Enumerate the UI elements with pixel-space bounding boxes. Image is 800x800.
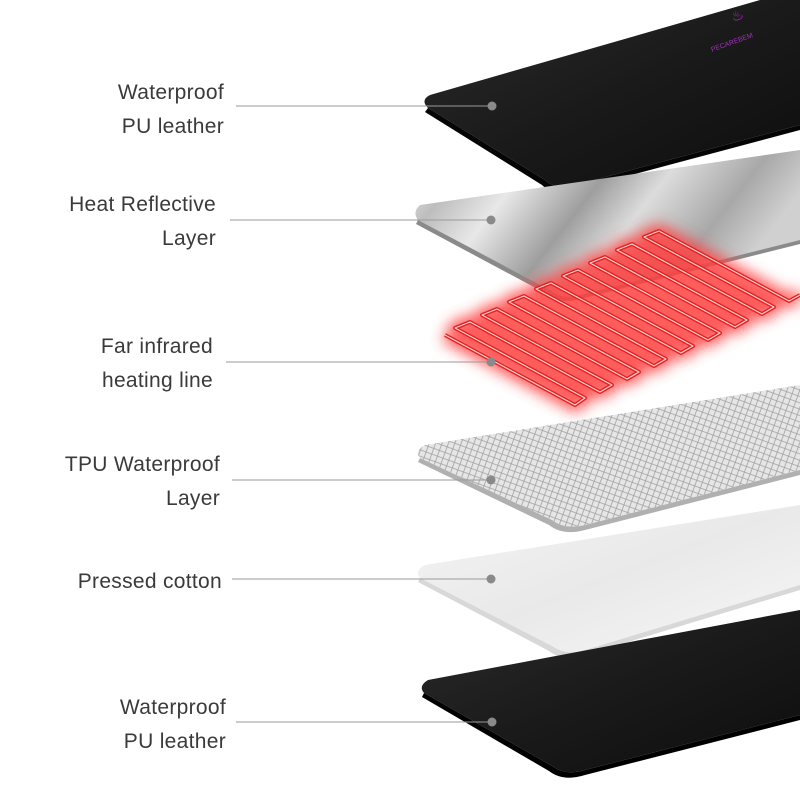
label-line: TPU Waterproof (65, 453, 220, 476)
leader-lines (226, 102, 497, 727)
label-line: Layer (166, 487, 220, 510)
label-line: Waterproof (120, 696, 226, 719)
label-layer-1: Waterproof PU leather (118, 81, 224, 138)
label-layer-3: Far infrared heating line (101, 335, 213, 392)
label-layer-4: TPU Waterproof Layer (65, 453, 220, 510)
label-layer-2: Heat Reflective Layer (69, 193, 216, 250)
label-line: Layer (162, 227, 216, 250)
label-line: Waterproof (118, 81, 224, 104)
label-line: PU leather (122, 115, 224, 138)
leader-3 (226, 358, 496, 367)
layer-tpu-waterproof (418, 385, 800, 532)
label-layer-5: Pressed cotton (78, 570, 222, 593)
label-line: Heat Reflective (69, 193, 216, 216)
label-line: Pressed cotton (78, 570, 222, 593)
label-line: Far infrared (101, 335, 213, 358)
leader-6 (236, 718, 497, 727)
label-line: heating line (102, 369, 213, 392)
label-line: PU leather (124, 730, 226, 753)
label-layer-6: Waterproof PU leather (120, 696, 226, 753)
